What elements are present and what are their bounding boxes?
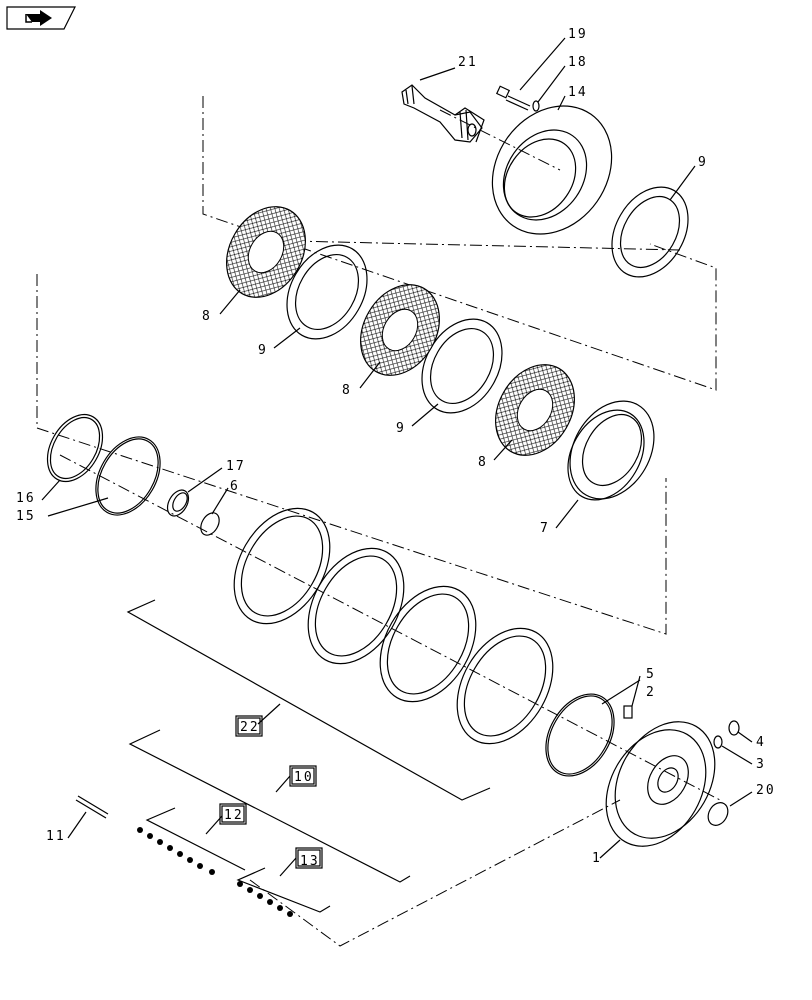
- part-5-o-ring: [545, 693, 615, 777]
- part-12-springs: [137, 827, 215, 875]
- part-8-disc-b: [360, 284, 440, 376]
- part-20-seal: [707, 802, 729, 826]
- part-22-plate-1: [233, 507, 331, 625]
- callout-4: 4: [756, 735, 766, 750]
- part-6-snap-ring: [200, 512, 220, 536]
- callout-9-mid: 9: [258, 343, 268, 358]
- callout-19: 19: [568, 27, 588, 42]
- callout-box-22: 22: [235, 715, 263, 737]
- group-10-bracket: [128, 729, 411, 883]
- part-15-ring: [95, 436, 161, 516]
- callout-17: 17: [226, 459, 246, 474]
- part-16-ring: [46, 413, 104, 483]
- part-7-piston: [567, 400, 655, 501]
- callout-box-10: 10: [289, 765, 317, 787]
- part-22-plate-3: [379, 585, 477, 703]
- part-11-pin: [75, 795, 109, 819]
- callout-21: 21: [458, 55, 478, 70]
- callout-5: 5: [646, 667, 656, 682]
- callout-8-a: 8: [202, 309, 212, 324]
- callout-8-c: 8: [478, 455, 488, 470]
- callout-11: 11: [46, 829, 66, 844]
- group-13-bracket: [236, 867, 331, 913]
- callout-18: 18: [568, 55, 588, 70]
- callout-14: 14: [568, 85, 588, 100]
- callout-box-12: 12: [219, 803, 247, 825]
- forward-arrow-icon: [25, 10, 52, 26]
- group-22-bracket: [126, 599, 491, 801]
- callout-9-lower: 9: [396, 421, 406, 436]
- part-13-springs: [237, 881, 293, 917]
- callout-7: 7: [540, 521, 550, 536]
- svg-text:22: 22: [240, 720, 260, 735]
- axis-centerline: [59, 454, 721, 801]
- part-2-pin: [623, 705, 633, 719]
- part-9-plate-upper: [611, 186, 689, 278]
- callout-3: 3: [756, 757, 766, 772]
- callout-15: 15: [16, 509, 36, 524]
- assembly-envelope-base: [249, 799, 621, 947]
- svg-text:10: 10: [294, 770, 314, 785]
- leader-lines: [41, 37, 753, 877]
- assembly-envelope-upper: [202, 96, 717, 391]
- part-18-washer: [532, 100, 540, 112]
- part-22-plate-2: [307, 547, 405, 665]
- callout-20: 20: [756, 783, 776, 798]
- part-4-plug: [728, 720, 740, 736]
- callout-8-b: 8: [342, 383, 352, 398]
- callout-box-13: 13: [295, 847, 323, 869]
- callout-16: 16: [16, 491, 36, 506]
- part-8-disc-a: [226, 206, 306, 298]
- part-21-shaft: [401, 84, 485, 143]
- part-22-plate-4: [456, 627, 554, 745]
- part-17-seal: [166, 489, 190, 517]
- assembly-envelope-lower: [36, 274, 667, 635]
- svg-text:13: 13: [300, 854, 320, 869]
- group-12-bracket: [145, 807, 246, 871]
- part-8-disc-c: [495, 364, 575, 456]
- forward-nav-button[interactable]: [6, 6, 76, 30]
- callout-2: 2: [646, 685, 656, 700]
- part-3-fitting: [713, 735, 723, 749]
- callout-6: 6: [230, 479, 240, 494]
- part-1-housing: [605, 721, 716, 847]
- callout-9-upper: 9: [698, 155, 708, 170]
- part-14-plate: [491, 105, 613, 235]
- part-9-plate-mid: [286, 244, 368, 340]
- part-19-bolt: [495, 85, 531, 111]
- callout-1: 1: [592, 851, 602, 866]
- svg-text:12: 12: [224, 808, 244, 823]
